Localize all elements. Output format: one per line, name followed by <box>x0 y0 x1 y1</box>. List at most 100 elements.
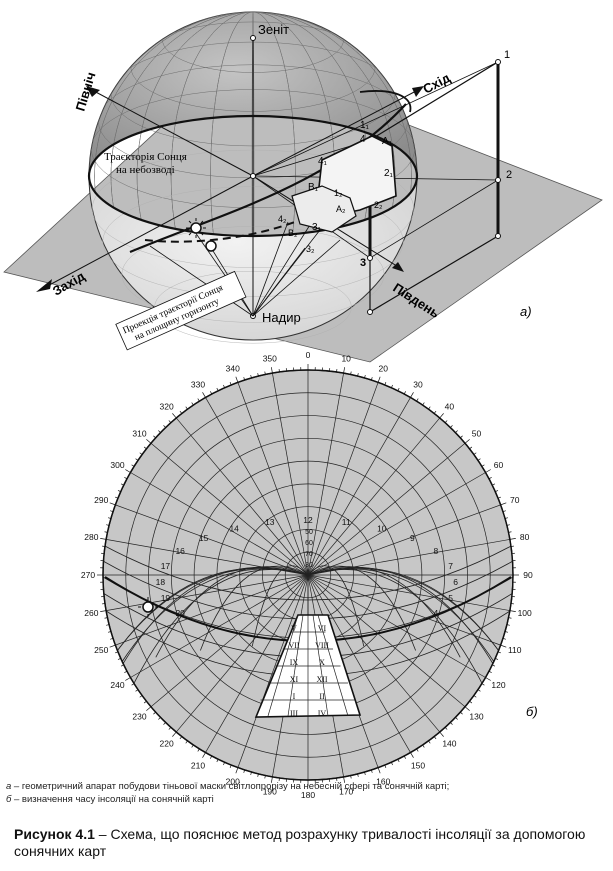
hour-label: 20 <box>175 608 185 618</box>
azimuth-tick <box>131 464 135 467</box>
roman-label: VI <box>318 624 327 633</box>
azimuth-tick <box>450 425 453 428</box>
hour-label: 15 <box>199 533 209 543</box>
point-4-sub: 4₁ <box>318 156 328 167</box>
roman-label: XI <box>290 675 299 684</box>
azimuth-tick <box>191 744 194 748</box>
figure-a: Зеніт Надир Північ Схід Захід Південь Тр… <box>3 11 603 363</box>
point-3-sub: 3₁ <box>312 222 322 233</box>
azimuth-tick <box>485 677 491 681</box>
note-a: а – геометричний апарат побудови тіньово… <box>6 780 606 793</box>
azimuth-tick <box>410 752 414 758</box>
hour-label: 17 <box>161 561 171 571</box>
azimuth-tick <box>168 420 172 423</box>
note-b-text: визначення часу інсоляції на сонячній ка… <box>21 794 214 805</box>
azimuth-tick <box>428 406 431 410</box>
point-A2: A₂ <box>336 204 346 214</box>
hour-line <box>121 567 309 667</box>
azimuth-tick <box>397 759 400 763</box>
hour-label: 5 <box>448 593 453 603</box>
point-2-2: 2₂ <box>374 200 383 210</box>
azimuth-tick <box>377 767 381 774</box>
azimuth-radial <box>307 574 466 708</box>
azimuth-tick <box>504 517 509 519</box>
caption-label: Рисунок 4.1 <box>14 826 95 842</box>
azimuth-tick <box>473 452 477 455</box>
roman-label: IV <box>318 709 327 718</box>
sun-chart-icon <box>138 597 158 617</box>
azimuth-tick <box>464 439 470 444</box>
azimuth-label: 210 <box>191 761 205 771</box>
azimuth-tick <box>509 538 516 540</box>
azimuth-label: 120 <box>491 680 505 690</box>
azimuth-label: 260 <box>84 608 98 618</box>
azimuth-tick <box>229 764 232 768</box>
azimuth-tick <box>488 477 492 480</box>
sun-icon-projected <box>205 240 217 252</box>
point-3-2: 3₂ <box>306 244 315 254</box>
azimuth-label: 50 <box>472 429 482 439</box>
region-grid-line <box>317 614 349 717</box>
point-1-sub: 1₁ <box>360 120 370 131</box>
azimuth-tick <box>497 651 501 654</box>
hour-label: 9 <box>410 533 415 543</box>
azimuth-tick <box>433 736 437 740</box>
azimuth-label: 60 <box>494 460 504 470</box>
point-4: 4 <box>360 134 366 145</box>
azimuth-label: 0 <box>306 350 311 360</box>
azimuth-tick <box>125 469 131 473</box>
azimuth-tick <box>179 410 183 414</box>
altitude-label: 80 <box>305 562 313 569</box>
azimuth-tick <box>492 664 496 667</box>
azimuth-tick <box>481 683 485 686</box>
azimuth-label: 70 <box>510 495 520 505</box>
azimuth-tick <box>477 458 481 461</box>
azimuth-label: 130 <box>469 711 483 721</box>
azimuth-radial <box>307 574 510 611</box>
hour-line <box>251 565 309 647</box>
azimuth-tick <box>135 689 139 692</box>
azimuth-tick <box>422 744 425 748</box>
azimuth-tick <box>371 377 373 381</box>
azimuth-tick <box>143 700 147 704</box>
azimuth-radial <box>175 417 309 576</box>
azimuth-tick <box>257 373 259 377</box>
azimuth-tick <box>469 446 473 450</box>
note-b: б – визначення часу інсоляції на сонячні… <box>6 793 606 806</box>
azimuth-tick <box>500 502 507 506</box>
projection-rays <box>149 61 499 317</box>
azimuth-tick <box>110 638 114 640</box>
azimuth-tick <box>197 398 200 402</box>
roman-label: X <box>319 658 325 667</box>
altitude-label: 60 <box>305 540 313 547</box>
azimuth-label: 30 <box>413 379 423 389</box>
azimuth-tick <box>107 517 112 519</box>
hour-label: 18 <box>156 577 166 587</box>
caption-text: – Схема, що пояснює метод розрахунку три… <box>14 826 586 859</box>
roman-label: XII <box>316 675 327 684</box>
azimuth-tick <box>106 524 110 526</box>
hour-line <box>307 567 495 667</box>
azimuth-tick <box>235 376 239 383</box>
azimuth-tick <box>444 727 448 730</box>
label-sun-path-1: Траєкторія Сонця <box>104 151 187 163</box>
azimuth-radial <box>307 397 411 576</box>
azimuth-tick <box>131 683 135 686</box>
azimuth-radial <box>307 472 486 576</box>
azimuth-tick <box>223 384 225 388</box>
azimuth-tick <box>158 717 161 720</box>
azimuth-radial <box>205 574 309 753</box>
azimuth-tick <box>364 771 366 776</box>
region-grid-line <box>267 614 299 717</box>
azimuth-tick <box>460 711 463 715</box>
azimuth-radial <box>307 504 501 576</box>
azimuth-radial <box>115 574 309 646</box>
hour-line <box>307 565 365 647</box>
point-B1: B₁ <box>308 182 319 193</box>
azimuth-tick <box>197 748 200 752</box>
azimuth-tick <box>473 695 477 698</box>
azimuth-tick <box>271 367 273 374</box>
azimuth-tick <box>202 392 206 398</box>
